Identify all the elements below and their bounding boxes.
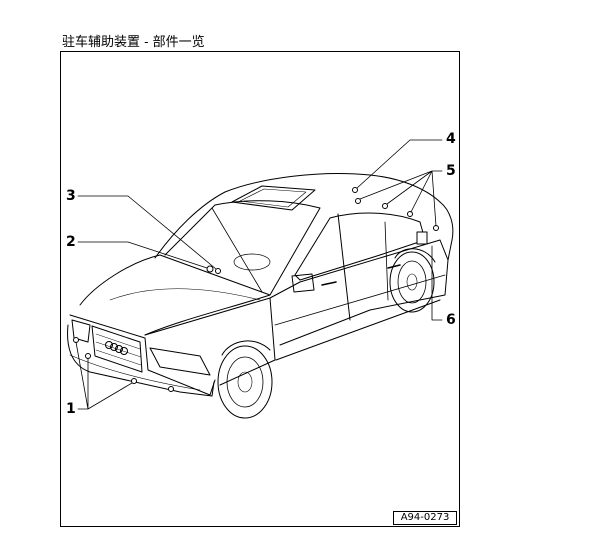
figure-id-box: A94-0273 xyxy=(393,511,457,525)
component-markers xyxy=(73,187,439,392)
component-marker-6 xyxy=(416,231,428,245)
sensor-marker xyxy=(131,378,137,384)
component-marker-5c xyxy=(407,211,413,217)
callout-4: 4 xyxy=(446,131,456,147)
callout-5: 5 xyxy=(446,163,456,179)
component-marker-5a xyxy=(355,198,361,204)
leader-lines xyxy=(75,139,443,410)
callout-3: 3 xyxy=(66,188,76,204)
callout-1: 1 xyxy=(66,401,76,417)
page-title: 驻车辅助装置 - 部件一览 xyxy=(62,35,205,50)
component-marker-3 xyxy=(215,268,221,274)
callout-6: 6 xyxy=(446,312,456,328)
sensor-marker xyxy=(168,386,174,392)
figure-frame xyxy=(60,51,460,527)
car-body xyxy=(67,173,454,419)
component-marker-5b xyxy=(382,203,388,209)
component-marker-2 xyxy=(206,265,214,273)
component-marker-4 xyxy=(352,187,358,193)
callout-2: 2 xyxy=(66,234,76,250)
